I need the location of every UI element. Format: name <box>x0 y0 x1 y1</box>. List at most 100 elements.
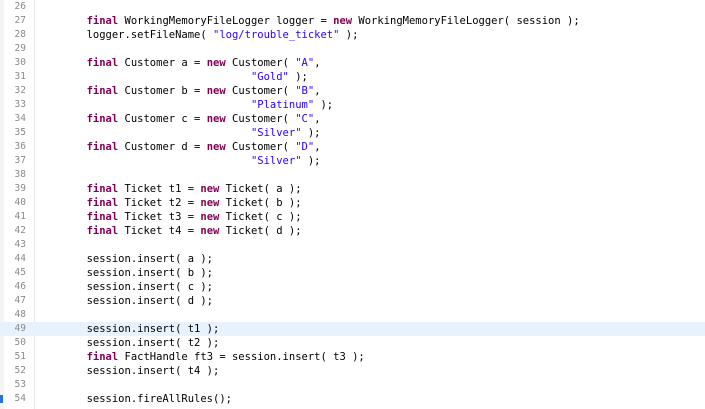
code-token: session.insert( d ); <box>36 295 214 307</box>
line-number: 33 <box>14 99 26 110</box>
keyword-token: new <box>200 225 220 237</box>
keyword-token: final <box>86 197 119 209</box>
code-token: ); <box>314 99 334 111</box>
line-number: 26 <box>14 1 26 12</box>
code-text: logger.setFileName( "log/trouble_ticket"… <box>36 28 359 42</box>
code-token: , <box>314 57 321 69</box>
string-token: "Gold" <box>250 71 289 83</box>
code-line[interactable]: 30 final Customer a = new Customer( "A", <box>0 56 705 70</box>
code-token <box>36 15 87 27</box>
code-token: Customer( <box>225 141 296 153</box>
code-text: session.insert( t1 ); <box>36 322 220 336</box>
line-number: 39 <box>14 183 26 194</box>
code-line[interactable]: 45 session.insert( b ); <box>0 266 705 280</box>
string-token: "B" <box>295 85 315 97</box>
code-line[interactable]: 48 <box>0 308 705 322</box>
code-line[interactable]: 43 <box>0 238 705 252</box>
code-line[interactable]: 32 final Customer b = new Customer( "B", <box>0 84 705 98</box>
code-text: "Silver" ); <box>36 126 321 140</box>
keyword-token: final <box>86 85 119 97</box>
code-text: final Ticket t3 = new Ticket( c ); <box>36 210 302 224</box>
code-token: , <box>314 141 321 153</box>
string-token: "log/trouble_ticket" <box>213 29 340 41</box>
code-line[interactable]: 50 session.insert( t2 ); <box>0 336 705 350</box>
code-line[interactable]: 33 "Platinum" ); <box>0 98 705 112</box>
keyword-token: final <box>86 225 119 237</box>
code-line[interactable]: 35 "Silver" ); <box>0 126 705 140</box>
code-token: Ticket( b ); <box>219 197 302 209</box>
code-token: session.insert( t1 ); <box>36 323 220 335</box>
code-token <box>36 225 87 237</box>
code-line[interactable]: 34 final Customer c = new Customer( "C", <box>0 112 705 126</box>
code-line[interactable]: 38 <box>0 168 705 182</box>
code-text: final Customer a = new Customer( "A", <box>36 56 321 70</box>
code-line[interactable]: 41 final Ticket t3 = new Ticket( c ); <box>0 210 705 224</box>
code-token: ); <box>301 155 321 167</box>
code-line[interactable]: 44 session.insert( a ); <box>0 252 705 266</box>
code-token: Customer c = <box>118 113 207 125</box>
code-line[interactable]: 42 final Ticket t4 = new Ticket( d ); <box>0 224 705 238</box>
line-number: 29 <box>14 43 26 54</box>
code-token <box>36 211 87 223</box>
keyword-token: new <box>206 85 226 97</box>
code-line[interactable]: 29 <box>0 42 705 56</box>
code-token: Customer d = <box>118 141 207 153</box>
code-line[interactable]: 27 final WorkingMemoryFileLogger logger … <box>0 14 705 28</box>
code-token: WorkingMemoryFileLogger( session ); <box>352 15 580 27</box>
code-token: Ticket t2 = <box>118 197 201 209</box>
code-line[interactable]: 52 session.insert( t4 ); <box>0 364 705 378</box>
code-token: Customer( <box>225 85 296 97</box>
code-text: final Customer d = new Customer( "D", <box>36 140 321 154</box>
string-token: "Platinum" <box>250 99 315 111</box>
keyword-token: new <box>206 141 226 153</box>
code-line[interactable]: 37 "Silver" ); <box>0 154 705 168</box>
code-line[interactable]: 47 session.insert( d ); <box>0 294 705 308</box>
code-token <box>36 85 87 97</box>
code-token <box>36 127 251 139</box>
code-line[interactable]: 40 final Ticket t2 = new Ticket( b ); <box>0 196 705 210</box>
code-text: session.insert( c ); <box>36 280 213 294</box>
code-line[interactable]: 28 logger.setFileName( "log/trouble_tick… <box>0 28 705 42</box>
code-line[interactable]: 53 <box>0 378 705 392</box>
code-line[interactable]: 39 final Ticket t1 = new Ticket( a ); <box>0 182 705 196</box>
line-number: 49 <box>14 323 26 334</box>
line-number: 47 <box>14 295 26 306</box>
code-text: "Gold" ); <box>36 70 308 84</box>
code-text: final Ticket t2 = new Ticket( b ); <box>36 196 302 210</box>
code-line[interactable]: 54 session.fireAllRules(); <box>0 392 705 406</box>
keyword-token: new <box>206 113 226 125</box>
line-number: 30 <box>14 57 26 68</box>
line-number: 51 <box>14 351 26 362</box>
code-token: , <box>314 113 321 125</box>
overview-ruler[interactable] <box>0 0 4 409</box>
code-token: , <box>314 85 321 97</box>
code-line[interactable]: 31 "Gold" ); <box>0 70 705 84</box>
keyword-token: final <box>86 211 119 223</box>
string-token: "Silver" <box>250 155 302 167</box>
line-number: 45 <box>14 267 26 278</box>
code-text: final FactHandle ft3 = session.insert( t… <box>36 350 365 364</box>
code-line[interactable]: 36 final Customer d = new Customer( "D", <box>0 140 705 154</box>
current-code-line[interactable]: 49 session.insert( t1 ); <box>0 322 705 336</box>
breakpoint-marker-icon[interactable] <box>0 395 3 403</box>
code-token: ); <box>288 71 308 83</box>
code-line[interactable]: 26 <box>0 0 705 14</box>
code-token <box>36 183 87 195</box>
code-token: session.insert( t2 ); <box>36 337 220 349</box>
code-text: final Ticket t4 = new Ticket( d ); <box>36 224 302 238</box>
line-number: 37 <box>14 155 26 166</box>
keyword-token: final <box>86 113 119 125</box>
keyword-token: final <box>86 351 119 363</box>
code-token <box>36 99 251 111</box>
code-token <box>36 113 87 125</box>
line-number: 35 <box>14 127 26 138</box>
line-number: 43 <box>14 239 26 250</box>
line-number: 44 <box>14 253 26 264</box>
line-number: 34 <box>14 113 26 124</box>
code-line[interactable]: 46 session.insert( c ); <box>0 280 705 294</box>
keyword-token: new <box>200 197 220 209</box>
code-line[interactable]: 51 final FactHandle ft3 = session.insert… <box>0 350 705 364</box>
line-number: 48 <box>14 309 26 320</box>
